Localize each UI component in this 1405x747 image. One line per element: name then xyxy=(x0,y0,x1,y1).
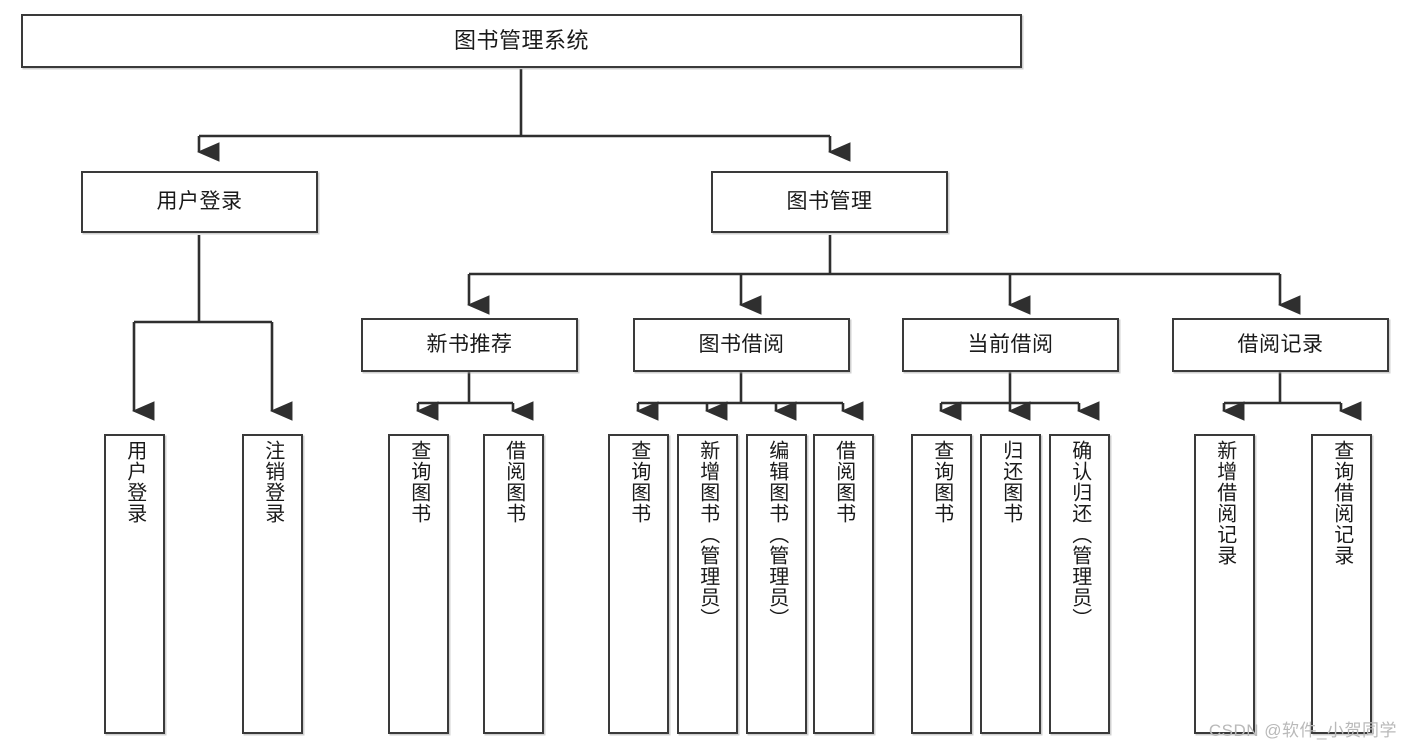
node-leaf-query-book-1-label: 查询图书 xyxy=(407,440,430,524)
node-new-book-recommend[interactable]: 新书推荐 xyxy=(361,318,578,372)
node-leaf-return-book-label: 归还图书 xyxy=(999,440,1022,524)
node-leaf-add-record[interactable]: 新增借阅记录 xyxy=(1194,434,1255,734)
node-leaf-user-login-label: 用户登录 xyxy=(123,440,146,524)
node-leaf-edit-book[interactable]: 编辑图书（管理员） xyxy=(746,434,807,734)
node-leaf-query-book-2[interactable]: 查询图书 xyxy=(608,434,669,734)
node-book-borrow-label: 图书借阅 xyxy=(698,332,785,356)
node-leaf-add-book[interactable]: 新增图书（管理员） xyxy=(677,434,738,734)
node-leaf-add-record-label: 新增借阅记录 xyxy=(1213,440,1236,566)
node-leaf-borrow-book-1-label: 借阅图书 xyxy=(502,440,525,524)
node-new-book-recommend-label: 新书推荐 xyxy=(426,332,513,356)
node-leaf-user-logout-label: 注销登录 xyxy=(261,440,284,524)
node-leaf-query-record-label: 查询借阅记录 xyxy=(1330,440,1353,566)
node-leaf-query-book-3[interactable]: 查询图书 xyxy=(911,434,972,734)
node-current-borrow-label: 当前借阅 xyxy=(967,332,1054,356)
node-leaf-edit-book-label: 编辑图书（管理员） xyxy=(765,440,788,629)
node-book-manage-label: 图书管理 xyxy=(786,189,873,213)
node-book-borrow[interactable]: 图书借阅 xyxy=(633,318,850,372)
node-leaf-confirm-return[interactable]: 确认归还（管理员） xyxy=(1049,434,1110,734)
node-leaf-user-login[interactable]: 用户登录 xyxy=(104,434,165,734)
node-leaf-return-book[interactable]: 归还图书 xyxy=(980,434,1041,734)
node-borrow-record[interactable]: 借阅记录 xyxy=(1172,318,1389,372)
node-leaf-add-book-label: 新增图书（管理员） xyxy=(696,440,719,629)
node-book-manage[interactable]: 图书管理 xyxy=(711,171,948,233)
node-current-borrow[interactable]: 当前借阅 xyxy=(902,318,1119,372)
node-leaf-confirm-return-label: 确认归还（管理员） xyxy=(1068,440,1091,629)
node-user-login-label: 用户登录 xyxy=(156,189,243,213)
node-leaf-query-record[interactable]: 查询借阅记录 xyxy=(1311,434,1372,734)
node-leaf-borrow-book-2-label: 借阅图书 xyxy=(832,440,855,524)
node-leaf-borrow-book-2[interactable]: 借阅图书 xyxy=(813,434,874,734)
node-root[interactable]: 图书管理系统 xyxy=(21,14,1022,68)
node-root-label: 图书管理系统 xyxy=(453,28,589,54)
node-user-login[interactable]: 用户登录 xyxy=(81,171,318,233)
node-leaf-query-book-1[interactable]: 查询图书 xyxy=(388,434,449,734)
node-leaf-user-logout[interactable]: 注销登录 xyxy=(242,434,303,734)
node-leaf-query-book-3-label: 查询图书 xyxy=(930,440,953,524)
node-borrow-record-label: 借阅记录 xyxy=(1237,332,1324,356)
node-leaf-query-book-2-label: 查询图书 xyxy=(627,440,650,524)
node-leaf-borrow-book-1[interactable]: 借阅图书 xyxy=(483,434,544,734)
